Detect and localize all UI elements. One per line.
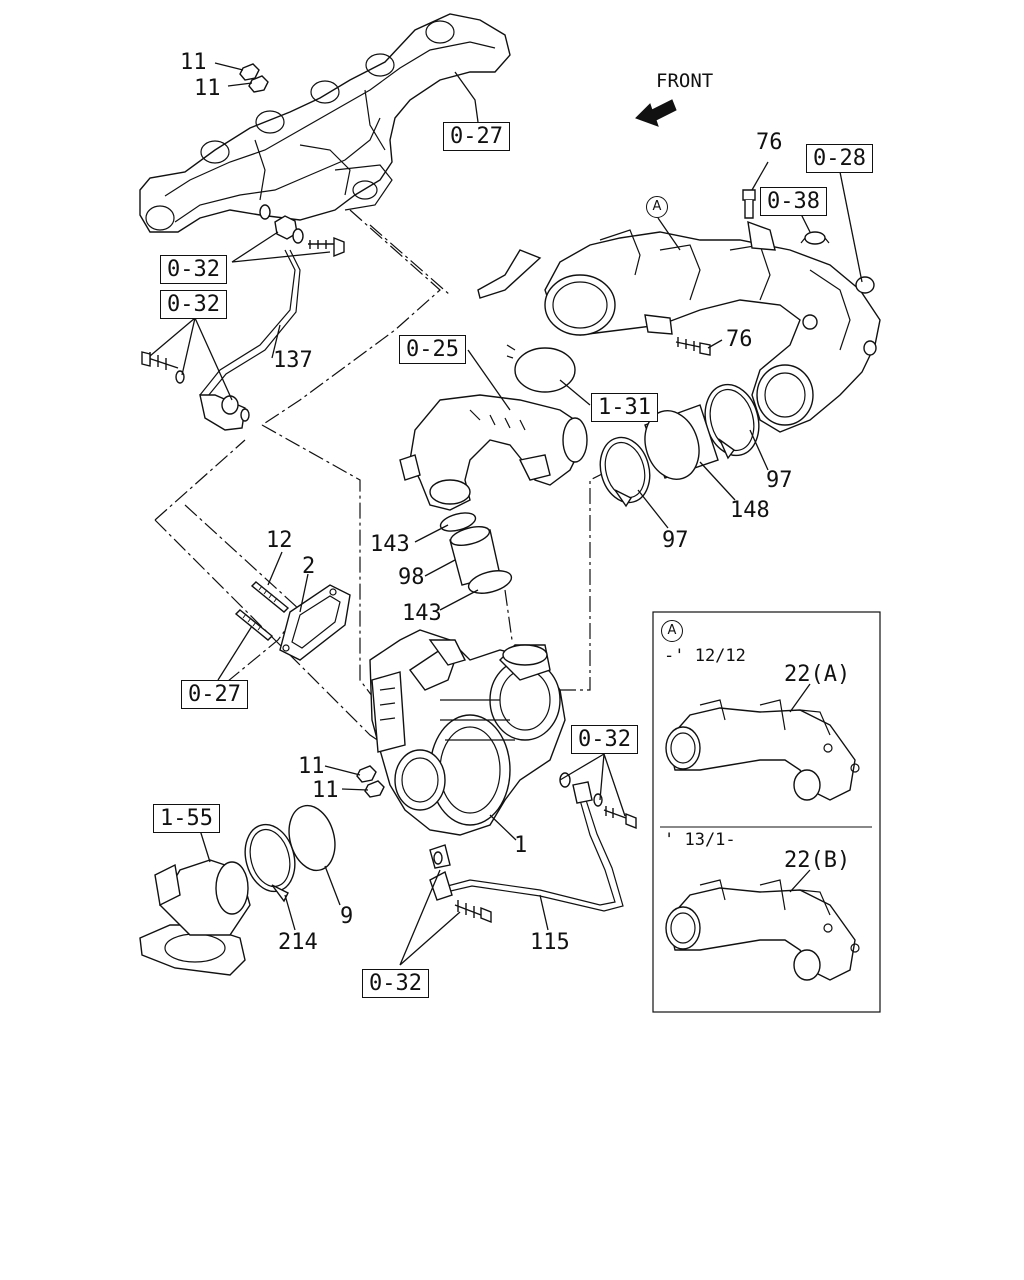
part-11-label: 11 [180, 50, 207, 75]
connector-hose-set [439, 512, 513, 594]
part-143-label: 143 [370, 532, 410, 557]
oil-return-pipe-115 [429, 772, 637, 924]
ref-box-0-32[interactable]: 0-32 [160, 255, 227, 284]
part-2-label: 2 [302, 554, 316, 579]
inset-variants [652, 611, 881, 1013]
seal-ring-9 [288, 804, 336, 872]
elbow-pipe [399, 394, 588, 511]
part-143-label: 143 [402, 601, 442, 626]
part-214-label: 214 [278, 930, 318, 955]
clip-0-38 [800, 231, 830, 245]
part-98-label: 98 [398, 565, 425, 590]
part-137-label: 137 [273, 348, 313, 373]
part-97-label: 97 [662, 528, 689, 553]
part-9-label: 9 [340, 904, 354, 929]
exhaust-elbow [139, 859, 251, 976]
leader-lines [149, 62, 863, 966]
part-11-label: 11 [194, 76, 221, 101]
part-1-label: 1 [514, 833, 528, 858]
intake-pipe-variant-b [665, 879, 860, 981]
part-12-label: 12 [266, 528, 293, 553]
clamp-1-31 [506, 344, 576, 393]
ref-box-0-28[interactable]: 0-28 [806, 144, 873, 173]
ref-box-0-32[interactable]: 0-32 [160, 290, 227, 319]
ref-box-0-27[interactable]: 0-27 [443, 122, 510, 151]
ref-box-0-27[interactable]: 0-27 [181, 680, 248, 709]
variant-2-part: 22(B) [784, 848, 851, 873]
ref-box-0-25[interactable]: 0-25 [399, 335, 466, 364]
stud-12 [234, 581, 290, 641]
banjo-bolts-upper [259, 204, 345, 258]
turbocharger [356, 629, 566, 836]
variant-2-range: ' 13/1- [664, 830, 736, 850]
front-arrow [635, 99, 677, 127]
part-76-label: 76 [726, 327, 753, 352]
part-76-label: 76 [756, 130, 783, 155]
part-11-label: 11 [312, 778, 339, 803]
hose-clamps [599, 383, 760, 508]
callout-a-marker[interactable]: A [646, 196, 668, 218]
clip-0-28 [855, 276, 875, 294]
bolt-76-upper [742, 189, 756, 219]
part-115-label: 115 [530, 930, 570, 955]
nuts-11-top [239, 63, 269, 93]
part-148-label: 148 [730, 498, 770, 523]
oil-pipe-137 [141, 249, 301, 431]
part-97-label: 97 [766, 468, 793, 493]
bolt-76-lower [675, 337, 711, 356]
intake-pipe-assembly [477, 220, 881, 433]
variant-1-part: 22(A) [784, 662, 851, 687]
intake-pipe-variant-a [665, 699, 860, 801]
inset-a-marker: A [661, 620, 683, 642]
ref-box-1-31[interactable]: 1-31 [591, 393, 658, 422]
ref-box-0-32[interactable]: 0-32 [571, 725, 638, 754]
front-label: FRONT [656, 70, 714, 92]
ref-box-0-38[interactable]: 0-38 [760, 187, 827, 216]
exhaust-manifold [139, 13, 511, 233]
ref-box-0-32[interactable]: 0-32 [362, 969, 429, 998]
clamp-214 [244, 823, 296, 903]
gasket-2 [279, 584, 351, 661]
ref-box-1-55[interactable]: 1-55 [153, 804, 220, 833]
variant-1-range: -' 12/12 [664, 646, 746, 666]
part-11-label: 11 [298, 754, 325, 779]
